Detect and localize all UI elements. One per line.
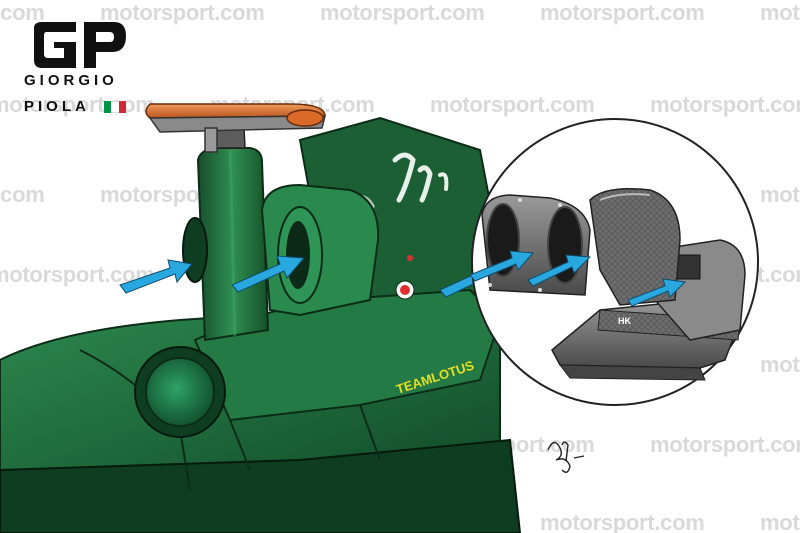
- watermark: motorsport.com: [760, 0, 800, 25]
- watermark: motorsport.com: [0, 0, 45, 25]
- plate-label: HK: [618, 316, 631, 326]
- watermark: motorsport.com: [430, 92, 595, 117]
- watermark: motorsport.com: [760, 352, 800, 377]
- watermark: motorsport.com: [0, 182, 45, 207]
- watermark: motorsport.com: [100, 0, 265, 25]
- artist-signature: [547, 441, 585, 473]
- italian-flag-icon: [104, 101, 126, 113]
- giorgio-piola-logo: [34, 22, 126, 68]
- detail-inset: HK: [469, 118, 759, 406]
- logo-line2: PIOLA: [24, 98, 90, 115]
- watermark: motorsport.com: [320, 0, 485, 25]
- watermark: motorsport.com: [760, 510, 800, 533]
- watermark: motorsport.com: [650, 432, 800, 457]
- watermark: motorsport.com: [540, 0, 705, 25]
- car-body: TEAMLOTUS: [0, 103, 522, 533]
- logo-line1: GIORGIO: [24, 72, 118, 89]
- watermark: motorsport.com: [760, 182, 800, 207]
- watermark: motorsport.com: [540, 510, 705, 533]
- watermark: motorsport.com: [0, 92, 155, 117]
- watermark: motorsport.com: [650, 92, 800, 117]
